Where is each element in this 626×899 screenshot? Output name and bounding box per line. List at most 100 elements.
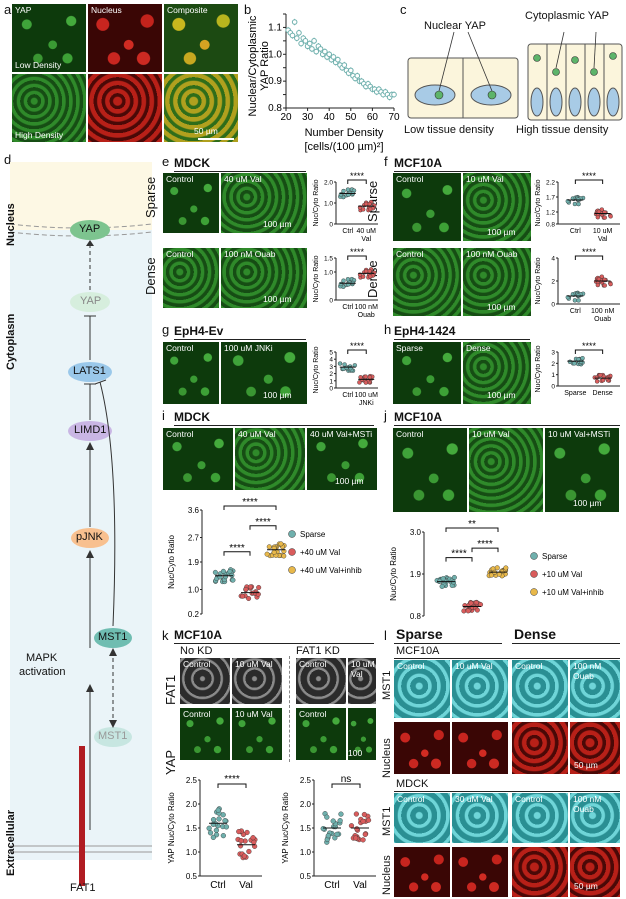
d-mst1: MST1: [98, 631, 128, 643]
b-point: [294, 35, 300, 41]
j-legend-marker: [530, 570, 538, 578]
g-ytick-label: 2: [329, 371, 333, 378]
k1-point: [222, 818, 228, 824]
j-point: [494, 565, 500, 571]
k1-point: [246, 848, 252, 855]
k-yap-nokd-ctrl: Control: [180, 708, 230, 760]
e2-point: [367, 274, 373, 279]
e2-sig-bracket: [347, 255, 367, 260]
k1-point: [220, 812, 226, 818]
k2-ytick-label: 1.5: [300, 824, 312, 833]
b-ytick-label: 1.1: [268, 22, 282, 33]
j-ytick-label: 0.8: [410, 612, 422, 621]
j-point: [440, 576, 446, 582]
j-point: [468, 600, 474, 606]
j-point: [503, 565, 509, 571]
k1-ytick-label: 1.0: [186, 848, 198, 857]
d-nucleus-label: Nucleus: [5, 203, 17, 246]
k1-sig-label: ****: [224, 774, 240, 785]
i-point: [223, 574, 229, 580]
e-img-ctrl-sparse: Control: [163, 173, 219, 233]
c-low-density: Low tissue density: [404, 124, 494, 136]
e2-ylabel: Nuc/Cyto Ratio: [313, 255, 320, 302]
b-point: [341, 62, 348, 68]
k-fat1kd: FAT1 KD: [296, 645, 340, 657]
d-pjnk: pJNK: [76, 531, 103, 543]
e2-xtick-label: Ouab: [358, 312, 375, 319]
b-point: [391, 91, 397, 98]
i-point: [240, 593, 246, 599]
k2-ytick-label: 0.5: [300, 872, 312, 881]
f1-point: [576, 201, 581, 207]
e2-point: [363, 268, 369, 274]
k2-point: [337, 818, 343, 824]
f1-sig-bracket: [574, 179, 604, 184]
k2-point: [324, 814, 330, 820]
k-row-fat1: FAT1: [163, 674, 178, 705]
f1-ylabel: Nuc/Cyto Ratio: [535, 179, 542, 226]
g-point: [337, 361, 343, 366]
b-ytick-label: 1.0: [268, 49, 282, 60]
k1-point: [210, 821, 216, 827]
b-xtick-label: 50: [345, 112, 357, 123]
k2-point: [354, 826, 360, 832]
f2-point: [602, 283, 607, 288]
g-sig-bracket: [347, 349, 367, 354]
h-xtick-label: Dense: [593, 390, 613, 397]
k-fat1-nokd-val: 10 uM Val: [232, 658, 282, 704]
f2-ylabel: Nuc/Cyto Ratio: [535, 257, 542, 304]
d-mapk: MAPK: [26, 652, 58, 664]
l-b-nuc4: 50 µm: [570, 847, 620, 897]
a-composite-low: Composite: [164, 4, 238, 72]
k-fat1-nokd-ctrl: Control: [180, 658, 230, 704]
f2-ytick-label: 2: [551, 279, 555, 286]
e1-xtick-label: Ctrl: [342, 228, 353, 235]
panel-f-letter: f: [384, 154, 388, 169]
f2-sig-bracket: [574, 255, 604, 260]
k2-point: [348, 823, 355, 829]
j-ytick-label: 3.0: [410, 528, 422, 537]
f2-point: [595, 282, 601, 288]
j-sig-label: ****: [477, 539, 493, 550]
e-title: MDCK: [174, 156, 210, 170]
k1-point: [213, 827, 219, 833]
j-sig-label: ****: [451, 549, 467, 560]
panel-e-letter: e: [162, 154, 170, 169]
k2-point: [330, 818, 336, 824]
c-nuclear-yap: Nuclear YAP: [424, 20, 486, 32]
i-sig-label: ****: [255, 517, 271, 528]
k1-point: [220, 833, 226, 839]
i-ytick-label: 3.6: [188, 506, 200, 515]
i-point: [243, 586, 249, 592]
i-point: [247, 584, 253, 590]
j-legend-marker: [530, 552, 538, 560]
panel-b-letter: b: [244, 2, 252, 17]
h-point: [598, 372, 603, 378]
l-a-nuc2: [452, 722, 508, 774]
b-point: [291, 19, 298, 25]
i-legend-label: +40 uM Val+inhib: [300, 566, 362, 575]
c-high-density: High tissue density: [516, 124, 609, 136]
j-point: [451, 574, 457, 580]
i-sig-bracket: [249, 525, 277, 530]
l-b-ouab: 100 nM Ouab: [570, 793, 620, 843]
b-ytick-label: 0.8: [268, 103, 282, 114]
i-ytick-label: 1.0: [188, 586, 200, 595]
e1-ytick-label: 1.0: [324, 201, 333, 208]
b-ylabel-1: Nuclear/Cytoplasmic: [247, 15, 259, 116]
i-legend-label: +40 uM Val: [300, 548, 340, 557]
h-ytick-label: 2: [551, 361, 555, 368]
l-b-ctrl-dense: Control: [512, 793, 568, 843]
i-point: [264, 551, 270, 557]
e1-sig-label: ****: [350, 171, 365, 181]
b-ytick-label: 0.9: [268, 76, 282, 87]
f1-xtick-label: Ctrl: [570, 228, 581, 235]
g-ylabel: Nuc/Cyto Ratio: [313, 346, 320, 393]
